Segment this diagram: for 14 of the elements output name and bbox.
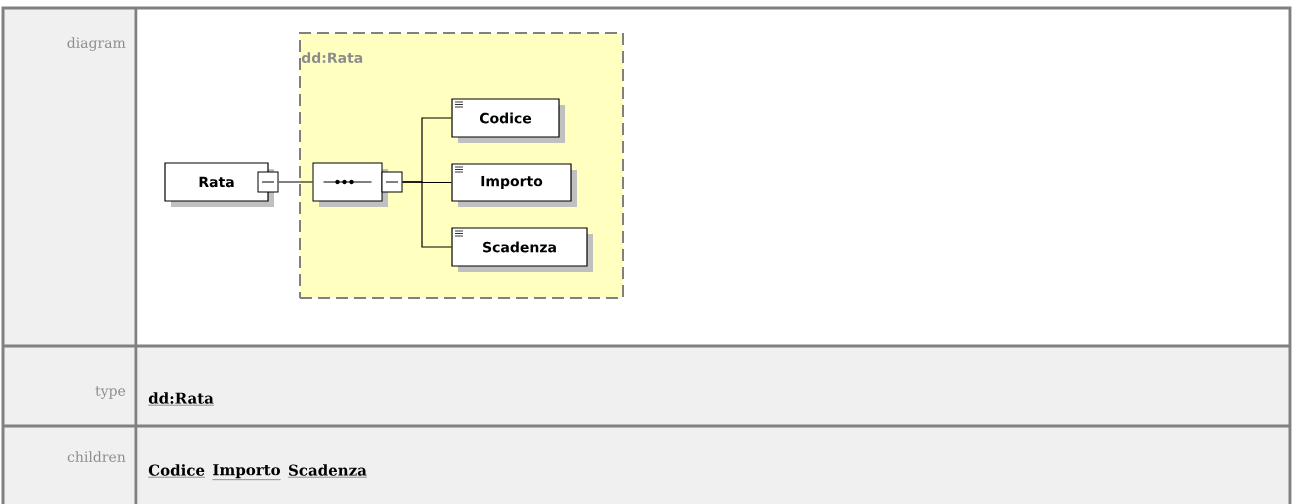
connector-line bbox=[401, 181, 452, 248]
element-box: Scadenza bbox=[451, 227, 593, 272]
row-header: diagram bbox=[67, 37, 126, 51]
link-text: Codice bbox=[148, 464, 206, 478]
link-text: Scadenza bbox=[287, 464, 368, 478]
link-text: dd:Rata bbox=[148, 392, 215, 406]
element-box: Importo bbox=[451, 163, 577, 207]
link-text: Importo bbox=[212, 464, 281, 480]
connector-line bbox=[278, 181, 314, 183]
element-box: Rata bbox=[164, 162, 279, 207]
sequence-symbol bbox=[312, 162, 403, 207]
row-header: type bbox=[95, 386, 126, 399]
element-box: Codice bbox=[451, 98, 565, 143]
row-header: children bbox=[67, 451, 126, 463]
